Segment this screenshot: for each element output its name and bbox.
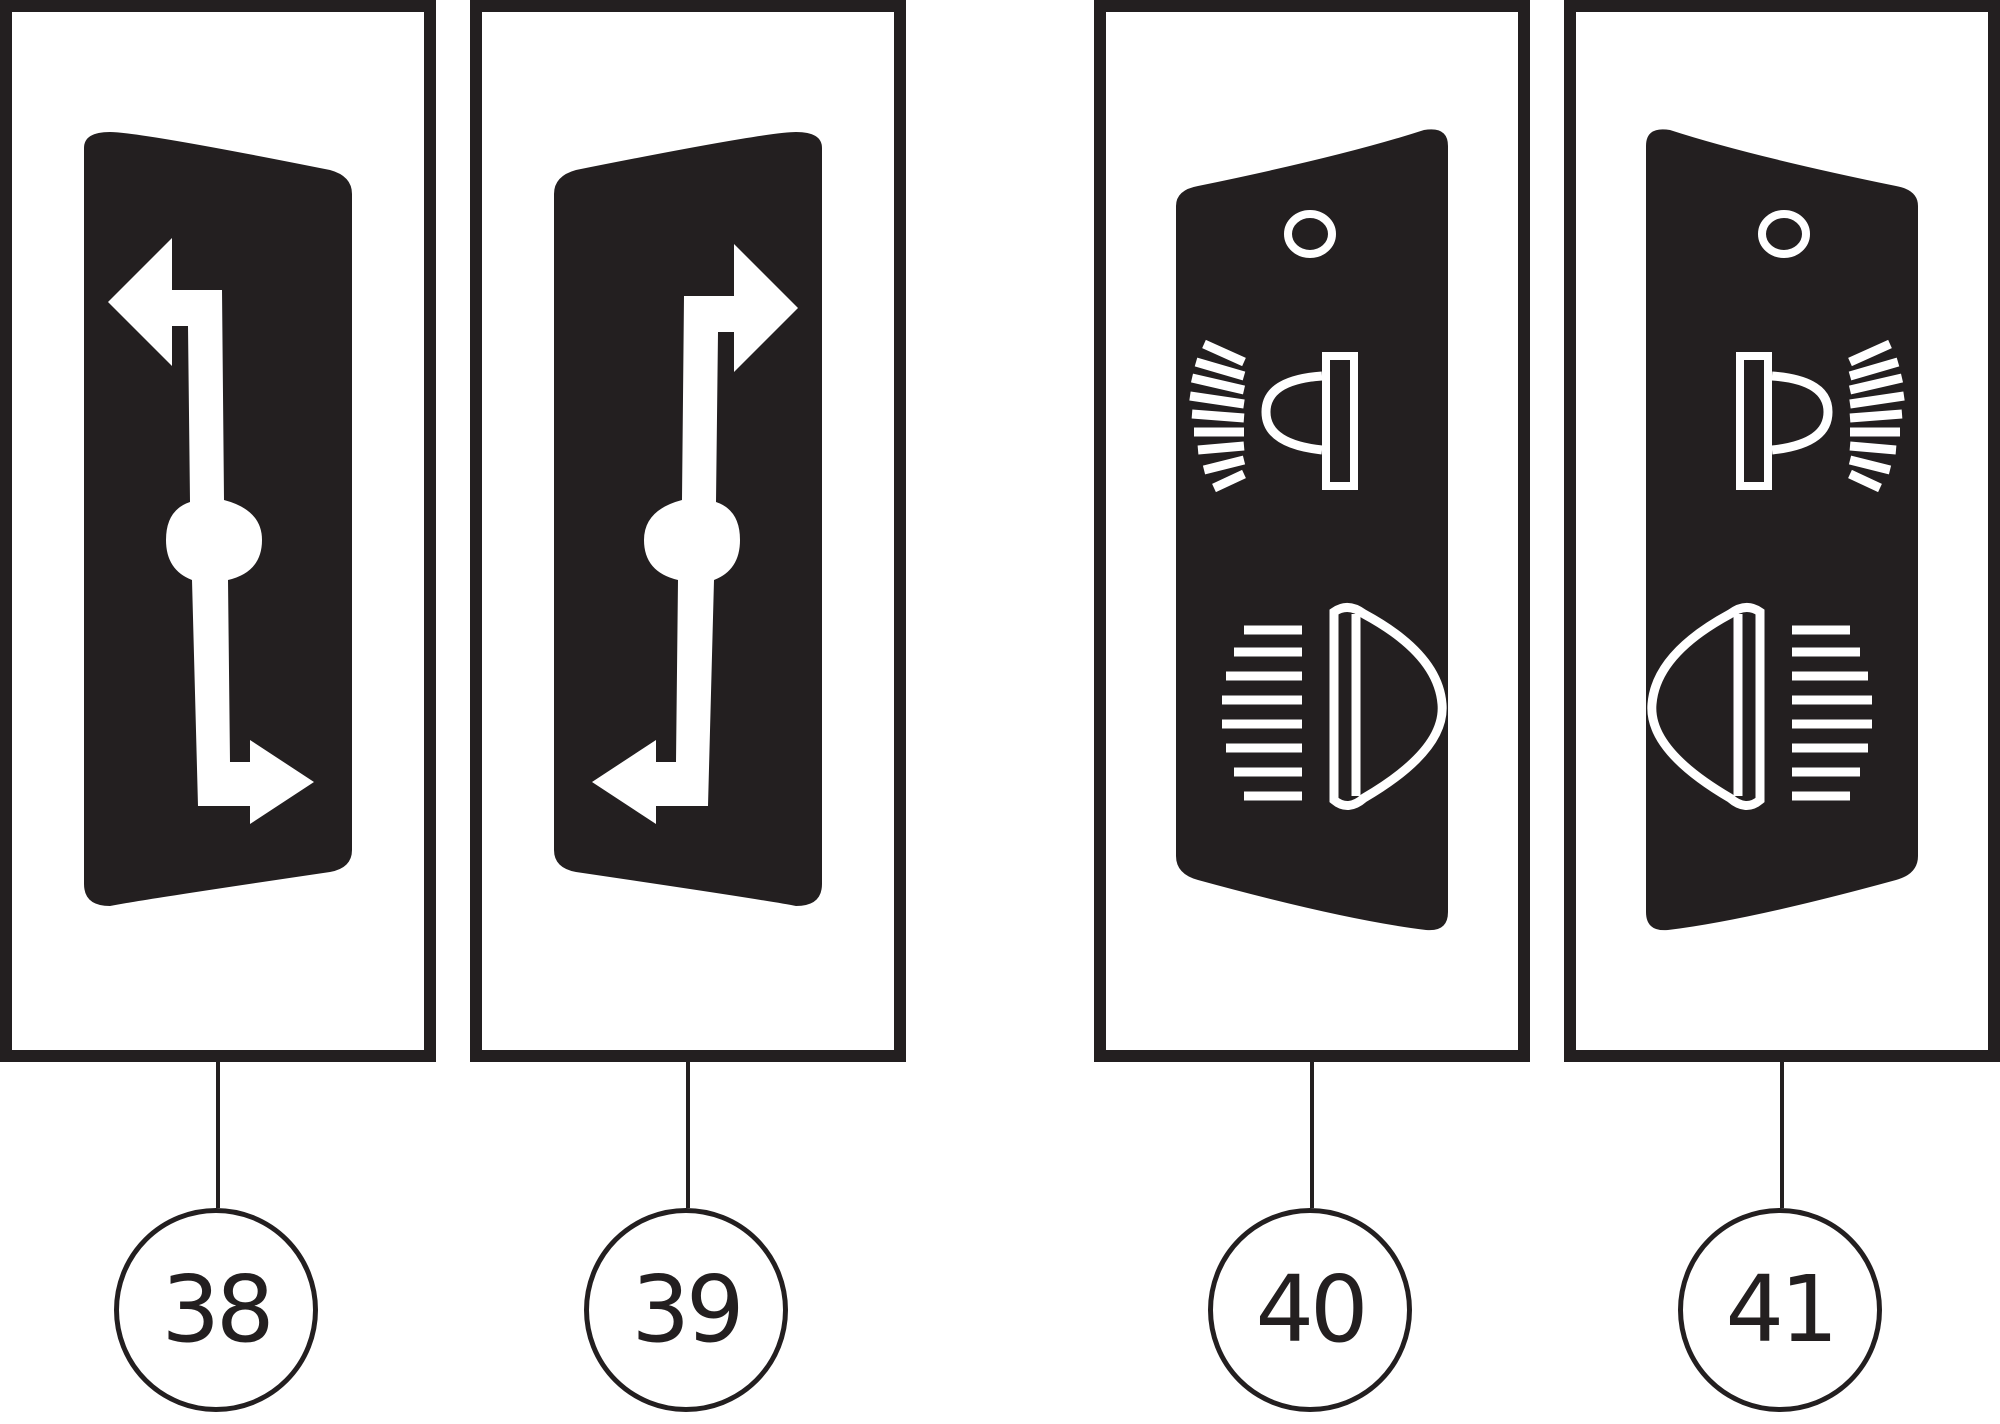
leader-line-40: [1310, 1062, 1314, 1208]
headlight-right-icon: [1646, 129, 1918, 931]
callout-38: 38: [114, 1208, 318, 1412]
callout-39: 39: [584, 1208, 788, 1412]
leader-line-39: [686, 1062, 690, 1208]
arrow-left-right-icon: [84, 132, 352, 906]
callout-label-38: 38: [161, 1256, 274, 1363]
callout-41: 41: [1678, 1208, 1882, 1412]
high-beam-symbol: [1222, 603, 1447, 810]
callout-40: 40: [1208, 1208, 1412, 1412]
high-beam-symbol: [1647, 603, 1872, 810]
leader-line-38: [216, 1062, 220, 1208]
low-beam-symbol: [1189, 339, 1358, 493]
leader-line-41: [1780, 1062, 1784, 1208]
arrow-right-left-icon: [554, 132, 822, 906]
low-beam-symbol: [1736, 339, 1905, 493]
headlight-left-icon: [1176, 129, 1448, 931]
callout-label-40: 40: [1255, 1256, 1368, 1363]
callout-label-39: 39: [631, 1256, 744, 1363]
callout-label-41: 41: [1725, 1256, 1838, 1363]
